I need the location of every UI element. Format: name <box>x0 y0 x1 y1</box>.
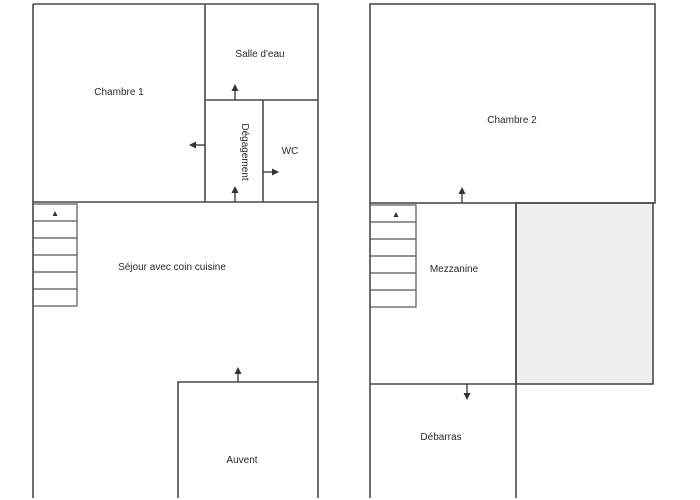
staircase <box>369 204 417 308</box>
arrow-down-icon <box>463 384 471 400</box>
room-label-sejour: Séjour avec coin cuisine <box>118 262 226 273</box>
ground-floor-plan: Chambre 1 Salle d'eau Dégagement WC Séjo… <box>32 3 319 498</box>
room-label-chambre-1: Chambre 1 <box>94 87 144 98</box>
arrow-right-icon <box>263 168 279 176</box>
arrow-up-icon <box>231 84 239 100</box>
room-label-salle-eau: Salle d'eau <box>235 49 284 60</box>
stair-up-arrow-icon <box>52 211 58 216</box>
arrow-up-icon <box>458 187 466 203</box>
ground-floor-outline <box>32 3 319 498</box>
room-label-mezzanine: Mezzanine <box>430 264 479 275</box>
arrow-up-icon <box>231 186 239 202</box>
arrow-left-icon <box>189 141 205 149</box>
mezzanine-outline <box>369 203 517 498</box>
room-label-degagement: Dégagement <box>239 123 250 180</box>
arrow-up-icon <box>234 367 242 382</box>
room-label-wc: WC <box>282 146 299 157</box>
stair-up-arrow-icon <box>393 212 399 217</box>
shaded-area <box>515 202 654 385</box>
room-label-chambre-2: Chambre 2 <box>487 115 537 126</box>
room-label-debarras: Débarras <box>420 432 461 443</box>
auvent-outline <box>177 381 318 498</box>
room-label-auvent: Auvent <box>226 455 257 466</box>
chambre-2-outline <box>369 3 656 204</box>
staircase <box>32 203 78 307</box>
upper-floor-plan: Chambre 2 Mezzanine Débarras <box>369 3 656 498</box>
